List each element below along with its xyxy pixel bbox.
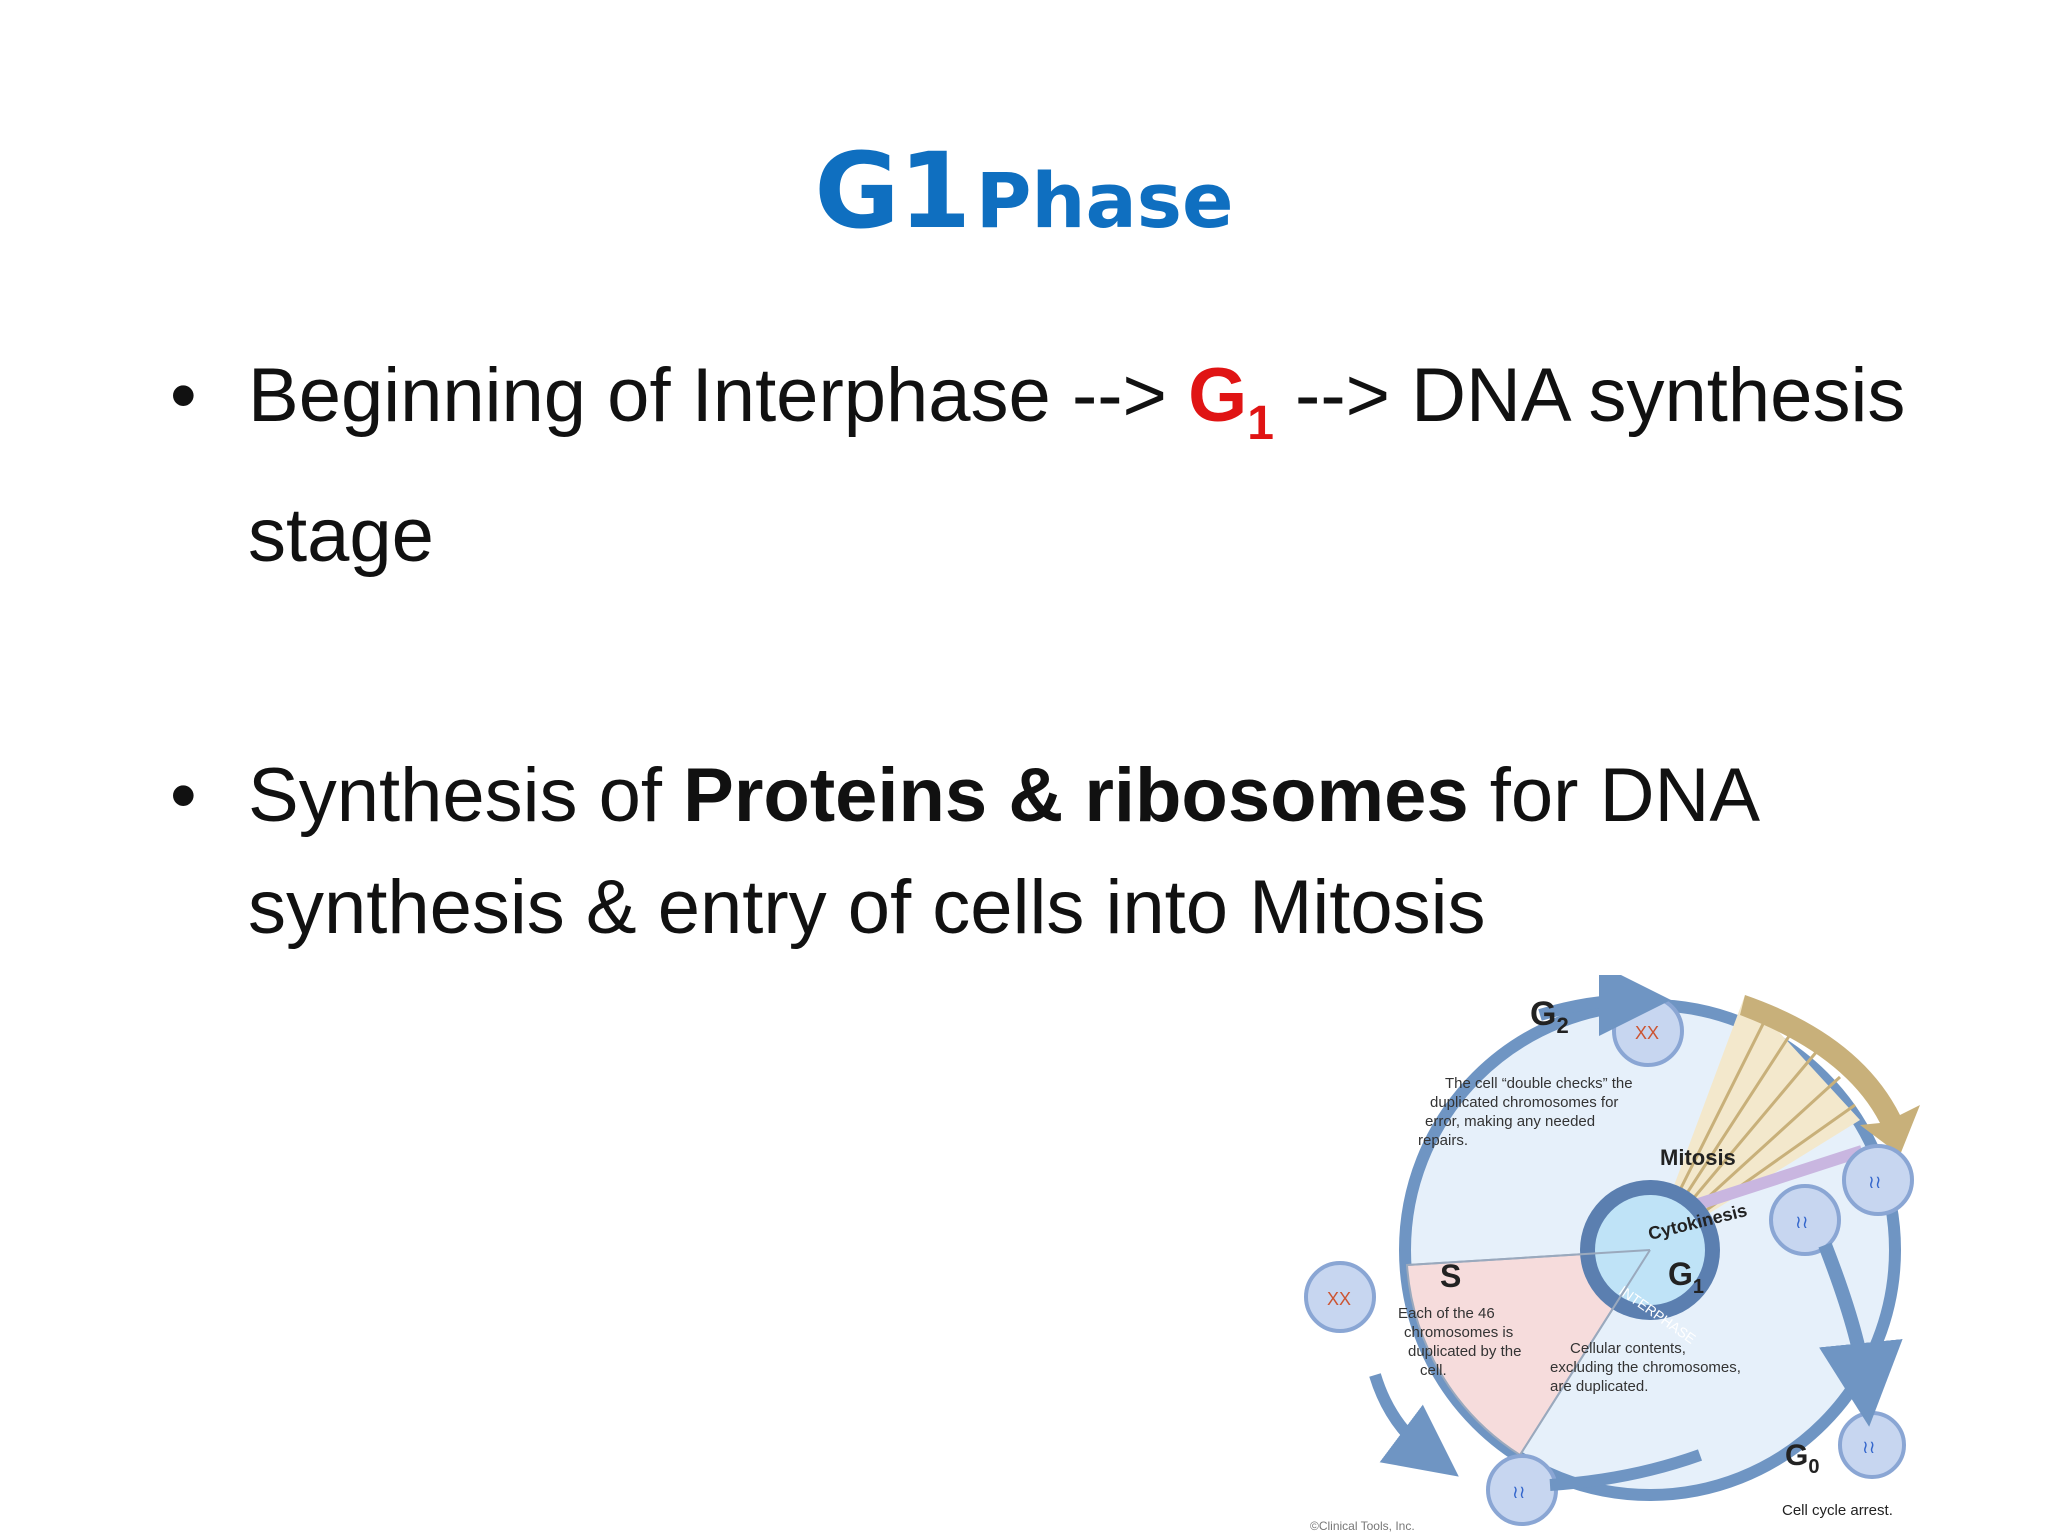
title-sub: Phase <box>975 156 1234 245</box>
svg-text:≀≀: ≀≀ <box>1862 1437 1876 1457</box>
bullet-2-post: for DNA synthesis & entry of cells into … <box>248 753 1756 950</box>
g1-description: Cellular contents, excluding the chromos… <box>1550 1340 1741 1395</box>
cell-icon-left: XX <box>1304 1261 1376 1333</box>
svg-text:error, making any needed: error, making any needed <box>1425 1113 1595 1130</box>
title-main: G1 <box>814 130 971 252</box>
s-phase-wedge <box>1405 1248 1652 1457</box>
arrow-s-icon <box>1369 1373 1459 1477</box>
bullet-2-bold: Proteins & ribosomes <box>683 753 1469 838</box>
svg-text:are duplicated.: are duplicated. <box>1550 1378 1648 1395</box>
bullet-item: • Synthesis of Proteins & ribosomes for … <box>170 740 1970 964</box>
svg-text:cell.: cell. <box>1420 1362 1447 1379</box>
bullet-dot-icon: • <box>170 353 197 438</box>
mitosis-label: Mitosis <box>1660 1145 1736 1170</box>
bullet-1-highlight: G1 <box>1188 353 1274 450</box>
cell-icon-top: XX <box>1612 995 1684 1067</box>
slide-title: G1 Phase <box>0 130 2048 252</box>
svg-text:duplicated chromosomes for: duplicated chromosomes for <box>1430 1094 1618 1111</box>
svg-text:Cellular contents,: Cellular contents, <box>1570 1340 1686 1357</box>
cell-icon-daughter: ≀≀ <box>1842 1144 1914 1216</box>
g2-description: The cell “double checks” the duplicated … <box>1418 1075 1633 1149</box>
svg-text:XX: XX <box>1635 1023 1659 1043</box>
credit-text: ©Clinical Tools, Inc. <box>1310 1519 1415 1533</box>
svg-text:excluding the chromosomes,: excluding the chromosomes, <box>1550 1359 1741 1376</box>
svg-text:≀≀: ≀≀ <box>1795 1212 1809 1232</box>
arrow-g2-icon <box>1538 964 1671 1037</box>
svg-text:Each of the 46: Each of the 46 <box>1398 1305 1495 1322</box>
cell-icon-right: ≀≀ <box>1769 1184 1841 1256</box>
cell-icon-bottom: ≀≀ <box>1486 1454 1558 1526</box>
svg-text:repairs.: repairs. <box>1418 1132 1468 1149</box>
cell-cycle-svg: INTERPHASE XX XX ≀≀ ≀≀ <box>1304 964 1920 1533</box>
bullet-dot-icon: • <box>170 753 197 838</box>
svg-text:≀≀: ≀≀ <box>1868 1172 1882 1192</box>
g1-label: G1 <box>1668 1256 1704 1298</box>
svg-text:duplicated by the: duplicated by the <box>1408 1343 1521 1360</box>
bullet-1-post: --> DNA synthesis stage <box>248 353 1906 578</box>
bullet-list: • Beginning of Interphase --> G1 --> DNA… <box>170 340 1970 964</box>
arrow-g1-icon <box>1549 1449 1703 1491</box>
bullet-2-pre: Synthesis of <box>248 753 662 838</box>
svg-text:≀≀: ≀≀ <box>1512 1482 1526 1502</box>
g0-label: G0 <box>1785 1439 1819 1478</box>
svg-text:The cell “double checks” the: The cell “double checks” the <box>1445 1075 1633 1092</box>
cell-icon-g0: ≀≀ <box>1838 1411 1906 1479</box>
cytokinesis-band <box>1670 1145 1864 1219</box>
g0-description: Cell cycle arrest. <box>1782 1502 1893 1519</box>
svg-text:XX: XX <box>1327 1289 1351 1309</box>
svg-text:chromosomes is: chromosomes is <box>1404 1324 1513 1341</box>
bullet-item: • Beginning of Interphase --> G1 --> DNA… <box>170 340 1970 592</box>
cell-cycle-diagram: INTERPHASE XX XX ≀≀ ≀≀ <box>1300 964 1960 1535</box>
bullet-1-pre: Beginning of Interphase --> <box>248 353 1167 438</box>
s-label: S <box>1440 1258 1461 1294</box>
arrow-g0-icon <box>1818 1242 1903 1427</box>
s-description: Each of the 46 chromosomes is duplicated… <box>1398 1305 1521 1379</box>
g2-label: G2 <box>1530 995 1569 1038</box>
